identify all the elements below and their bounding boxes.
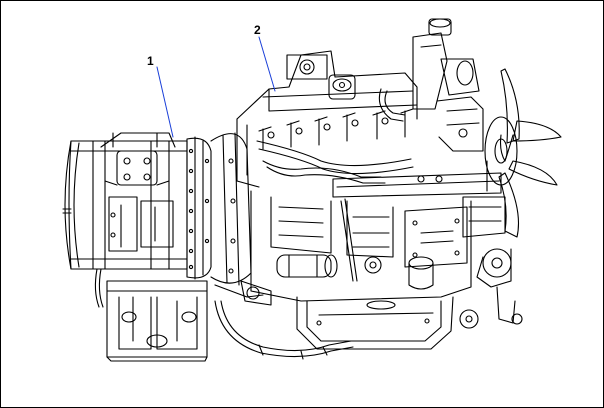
fuel-hose xyxy=(214,300,354,360)
cooling-fan xyxy=(484,68,562,238)
generator-housing xyxy=(62,132,212,308)
callout-1-leader xyxy=(156,66,174,138)
callout-leaders xyxy=(156,36,276,138)
callout-2-label: 2 xyxy=(254,23,261,37)
engine-block xyxy=(236,50,502,350)
alternator xyxy=(459,196,523,329)
flywheel-housing xyxy=(210,132,338,306)
callout-1-label: 1 xyxy=(147,54,154,68)
generator-mount xyxy=(106,280,208,362)
callout-2-leader xyxy=(258,36,276,92)
water-pump-assembly xyxy=(378,18,484,152)
